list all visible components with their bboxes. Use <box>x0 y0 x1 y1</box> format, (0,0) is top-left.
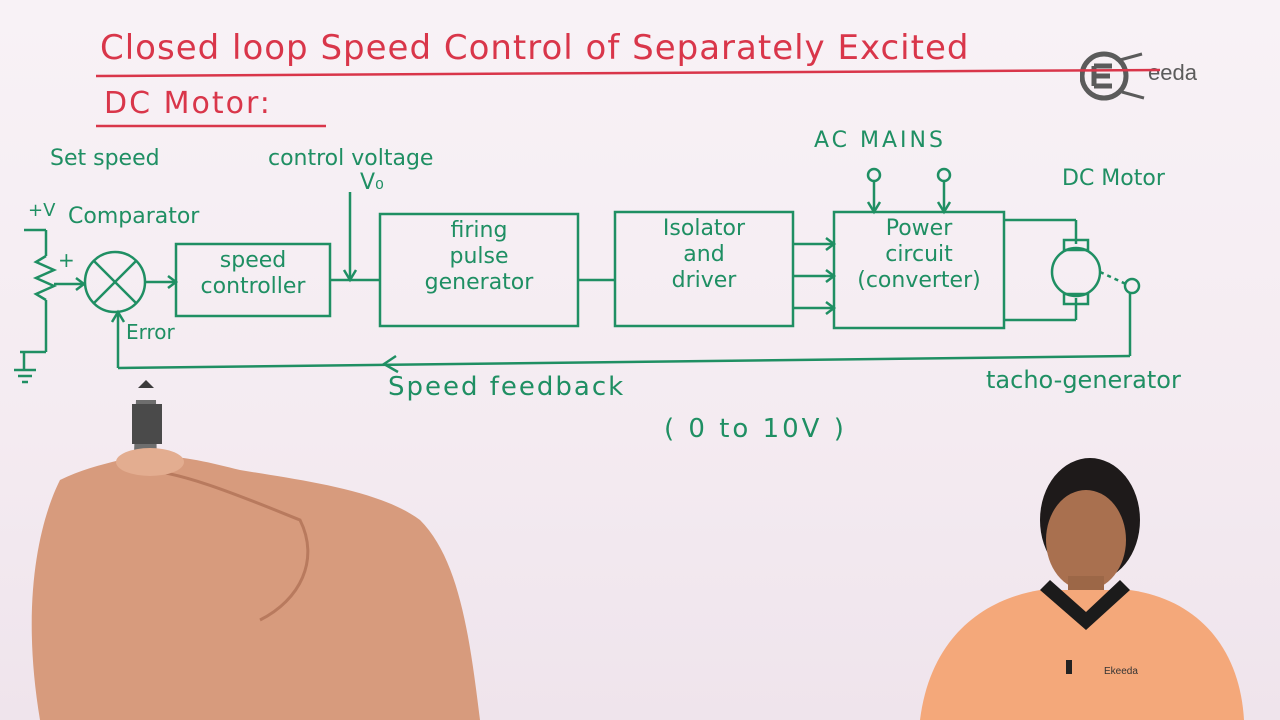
block-text: generator <box>424 270 534 295</box>
logo-text: eeda <box>1148 60 1197 85</box>
label-range: ( 0 to 10V ) <box>664 414 847 444</box>
label-plus: + <box>58 248 75 272</box>
label-dc-motor: DC Motor <box>1062 166 1165 191</box>
label-ac-mains: AC MAINS <box>814 128 946 153</box>
block-power-circuit: Power circuit (converter) <box>834 216 1004 294</box>
page-title: Closed loop Speed Control of Separately … <box>100 28 970 68</box>
label-error: Error <box>126 320 175 344</box>
label-set-speed: Set speed <box>50 146 160 171</box>
label-vo: V₀ <box>360 170 384 195</box>
block-text: firing <box>450 218 508 243</box>
label-tacho-generator: tacho-generator <box>986 366 1181 394</box>
shirt-logo: Ekeeda <box>1104 666 1138 677</box>
block-firing-pulse-generator: firing pulse generator <box>380 218 578 296</box>
block-text: Isolator <box>662 216 746 241</box>
block-text: pulse <box>449 244 509 269</box>
block-text: circuit <box>885 242 953 267</box>
label-plus-v: +V <box>28 200 56 221</box>
block-text: speed <box>219 248 287 273</box>
label-speed-feedback: Speed feedback <box>388 372 626 402</box>
label-comparator: Comparator <box>68 204 200 229</box>
block-isolator-driver: Isolator and driver <box>615 216 793 294</box>
block-text: (converter) <box>857 268 981 293</box>
block-text: controller <box>200 274 306 299</box>
ekeeda-logo <box>1080 51 1145 101</box>
page-subtitle: DC Motor: <box>104 86 272 121</box>
presenter <box>920 458 1244 720</box>
hand-with-pen <box>31 380 480 720</box>
block-text: driver <box>671 268 737 293</box>
label-control-voltage: control voltage <box>268 146 434 171</box>
block-text: Power <box>885 216 953 241</box>
block-text: and <box>683 242 725 267</box>
block-speed-controller: speed controller <box>176 248 330 300</box>
